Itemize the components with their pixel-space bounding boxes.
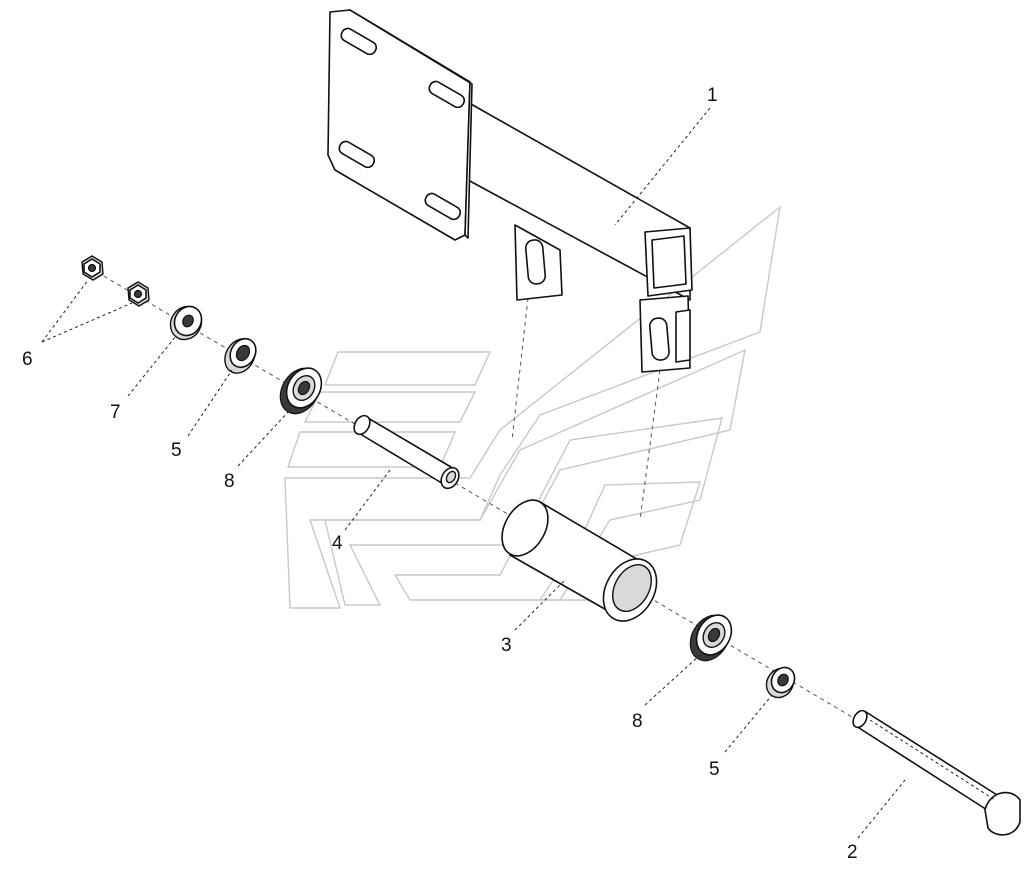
bearing-part-8-left <box>279 367 323 415</box>
callout-3: 3 <box>501 635 512 656</box>
bracket-part-1 <box>327 9 693 373</box>
nut-part-6 <box>81 255 150 307</box>
callout-8-left: 8 <box>224 471 235 492</box>
callout-6: 6 <box>22 349 33 370</box>
callout-labels: 1 2 3 4 5 5 6 7 8 8 <box>22 85 858 863</box>
callout-8-right: 8 <box>632 711 643 732</box>
callout-7: 7 <box>110 402 121 423</box>
bushing-part-5-right <box>765 666 796 699</box>
bushing-part-5-left <box>224 337 257 374</box>
leader-lines <box>41 107 906 839</box>
sleeve-part-3 <box>501 499 658 622</box>
callout-4: 4 <box>332 533 343 554</box>
bolt-part-2 <box>852 709 1021 836</box>
washer-part-7 <box>169 305 203 341</box>
bearing-part-8-right <box>689 614 733 662</box>
callout-5-right: 5 <box>709 759 720 780</box>
pin-part-4 <box>353 414 460 490</box>
callout-5-left: 5 <box>171 440 182 461</box>
callout-1: 1 <box>707 85 718 106</box>
callout-2: 2 <box>847 842 858 863</box>
